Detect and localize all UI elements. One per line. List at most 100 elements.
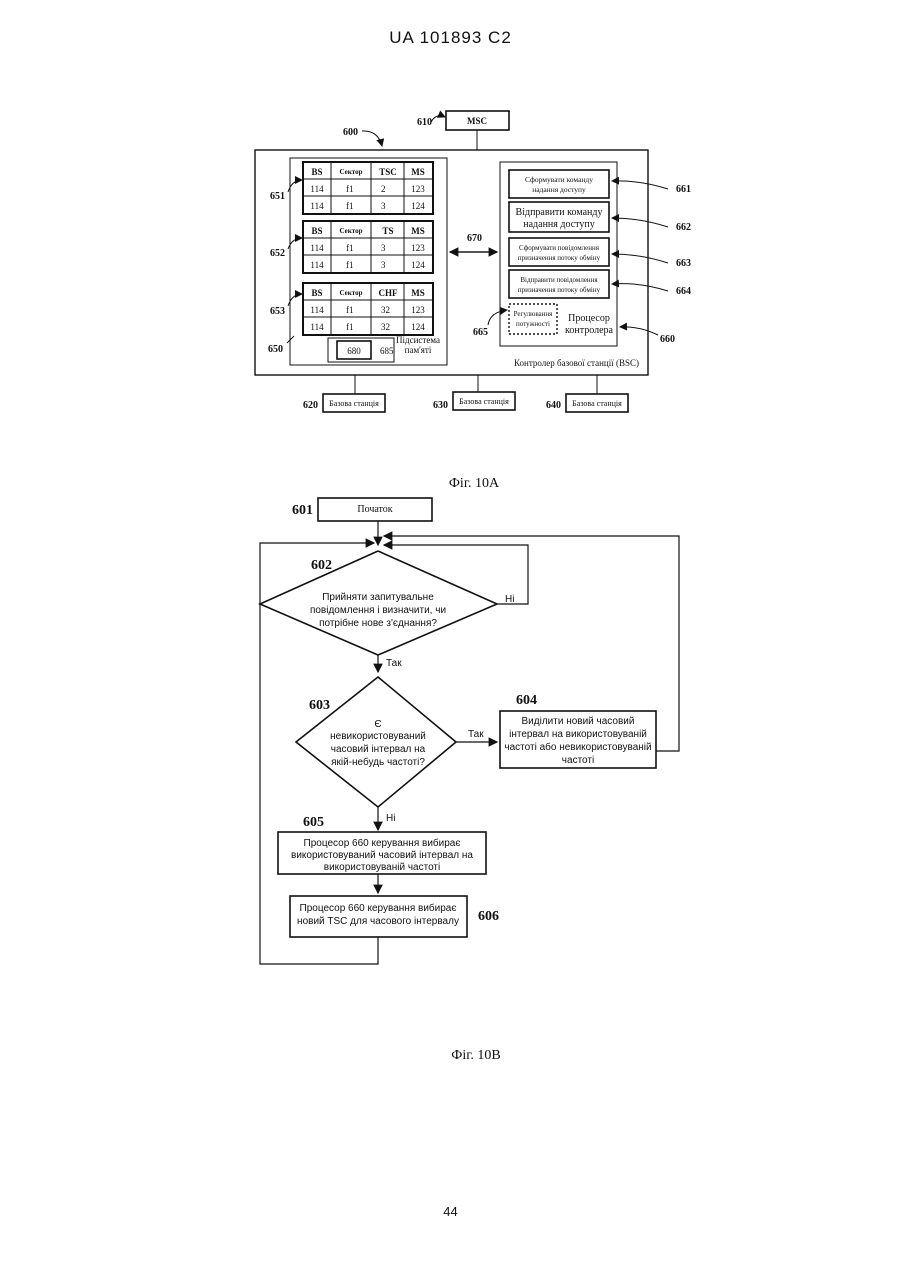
d602-l3: потрібне нове з'єднання? [319,617,437,629]
ref-685: 685 [380,346,394,356]
b661-l2: надання доступу [532,185,586,194]
bs630-ref: 630 [433,400,448,411]
d603-l2: невикористовуваний [330,731,426,742]
t652-h3: MS [411,226,425,236]
t652-r1c2: 3 [381,260,386,270]
t652-r0c3: 123 [411,243,425,253]
memory-label-2: пам'яті [405,345,432,355]
t653-ref: 653 [270,306,285,317]
t651-h0: BS [311,167,322,177]
t653-r1c1: f1 [346,322,354,332]
ref-665: 665 [473,327,488,338]
b662-l2: надання доступу [523,219,594,230]
bs620-ref: 620 [303,400,318,411]
ref-660: 660 [660,334,675,345]
ref-661: 661 [676,184,691,195]
b605-l1: Процесор 660 керування вибирає [304,837,461,849]
t651-r0c2: 2 [381,184,386,194]
b604-l3: частоті або невикористовуваній [504,741,651,753]
t651-r1c3: 124 [411,201,425,211]
t653-h3: MS [411,288,425,298]
t652-r0c1: f1 [346,243,354,253]
t652-h2: TS [382,226,393,236]
ref-664: 664 [676,286,691,297]
msc-ref: 610 [417,117,432,128]
b606-ref: 606 [478,909,499,924]
b605-ref: 605 [303,815,324,830]
t652-r1c3: 124 [411,260,425,270]
t652-r1c0: 114 [310,260,324,270]
t653-r1c2: 32 [381,322,390,332]
t651-r0c1: f1 [346,184,354,194]
t652-r0c0: 114 [310,243,324,253]
t653-r0c0: 114 [310,305,324,315]
b664-l2: призначення потоку обміну [518,286,601,294]
d603-ref: 603 [309,698,330,713]
b605-l2: використовуваний часовий інтервал на [291,850,473,861]
memory-ref: 650 [268,344,283,355]
b663-l1: Сформувати повідомлення [519,244,600,252]
d603-l4: якій-небудь частоті? [331,756,425,768]
t652-h1: Сектор [339,227,362,235]
figure-10b-caption: Фіг. 10B [451,1048,500,1063]
memory-label-1: Підсистема [396,335,440,345]
processor-label-2: контролера [565,325,613,336]
b661-l1: Сформувати команду [525,175,593,184]
d603-no: Ні [386,813,395,824]
t651-r1c0: 114 [310,201,324,211]
bs640-ref: 640 [546,400,561,411]
t653-h1: Сектор [339,289,362,297]
t652-r0c2: 3 [381,243,386,253]
t653-r1c0: 114 [310,322,324,332]
t653-r0c1: f1 [346,305,354,315]
t652-ref: 652 [270,248,285,259]
t653-r0c3: 123 [411,305,425,315]
d602-l2: повідомлення і визначити, чи [310,605,446,616]
b662-l1: Відправити команду [516,207,603,218]
bsc-ref: 600 [343,127,358,138]
block-665-power [509,304,557,334]
bs640-label: Базова станція [572,399,622,408]
bs620-label: Базова станція [329,399,379,408]
d603-l1: Є [374,719,381,730]
t651-r0c3: 123 [411,184,425,194]
b663-l2: призначення потоку обміну [518,254,601,262]
b606-l2: новий TSC для часового інтервалу [297,916,459,927]
bsc-label: Контролер базової станції (BSC) [514,358,639,368]
t651-r1c1: f1 [346,201,354,211]
t652-r1c1: f1 [346,260,354,270]
ref-680: 680 [347,346,361,356]
decision-602 [260,551,497,655]
page-number: 44 [0,1204,901,1219]
t651-h1: Сектор [339,168,362,176]
b664-l1: Відправити повідомлення [520,276,598,284]
msc-label: MSC [467,116,487,126]
t651-h2: TSC [379,167,397,177]
b605-l3: використовуваній частоті [324,862,440,873]
b665-l1: Регулювання [514,310,554,318]
d602-no: Ні [505,594,514,605]
figure-10a-caption: Фіг. 10A [449,476,500,491]
bs630-label: Базова станція [459,397,509,406]
t652-h0: BS [311,226,322,236]
t653-r1c3: 124 [411,322,425,332]
b604-l2: інтервал на викoристовуваній [509,729,647,740]
decision-603 [296,677,456,807]
b604-l1: Виділити новий часовий [522,716,635,727]
b606-l1: Процесор 660 керування вибирає [300,902,457,914]
t651-h3: MS [411,167,425,177]
d603-yes: Так [468,729,484,740]
t653-h0: BS [311,288,322,298]
d602-yes: Так [386,658,402,669]
figure-10a: MSC 610 600 Контролер базової станції (B… [255,111,691,491]
t651-ref: 651 [270,191,285,202]
d602-ref: 602 [311,558,332,573]
processor-label-1: Процесор [568,313,610,324]
b665-l2: потужності [516,320,550,328]
t653-h2: CHF [379,288,399,298]
start-label: Початок [357,504,392,515]
start-ref: 601 [292,503,313,518]
t653-r0c2: 32 [381,305,390,315]
